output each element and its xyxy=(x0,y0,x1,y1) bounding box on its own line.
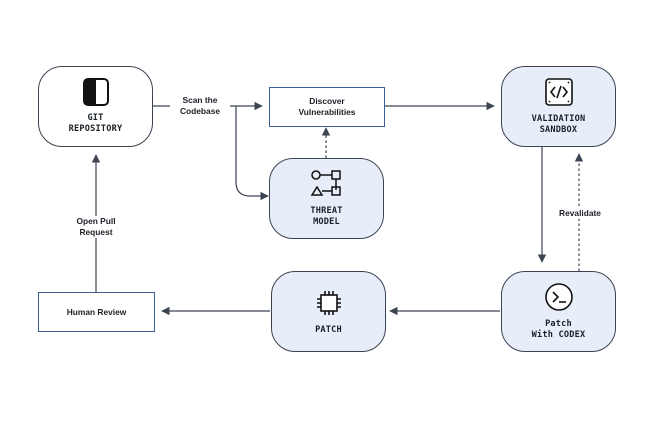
patch-node: PATCH xyxy=(271,271,386,352)
open-pull-request-label: Open Pull Request xyxy=(64,216,128,238)
patch-with-codex-label: Patch With CODEX xyxy=(531,319,586,340)
validation-sandbox-label: VALIDATION SANDBOX xyxy=(531,114,586,135)
threat-model-node: THREAT MODEL xyxy=(269,158,384,239)
revalidate-label: Revalidate xyxy=(553,208,607,219)
edge-repo-to-threat-model xyxy=(235,106,269,201)
discover-vulnerabilities-box: Discover Vulnerabilities xyxy=(269,87,385,127)
chip-icon xyxy=(316,290,341,315)
threat-model-shapes-icon xyxy=(310,170,341,196)
patch-with-codex-node: Patch With CODEX xyxy=(501,271,616,352)
human-review-label: Human Review xyxy=(66,306,127,317)
discover-vulnerabilities-label: Discover Vulnerabilities xyxy=(298,96,356,117)
git-repository-node: GIT REPOSITORY xyxy=(38,66,153,147)
validation-sandbox-node: VALIDATION SANDBOX xyxy=(501,66,616,147)
patch-label: PATCH xyxy=(315,324,342,335)
human-review-box: Human Review xyxy=(38,292,155,332)
threat-model-label: THREAT MODEL xyxy=(310,206,343,227)
terminal-prompt-icon xyxy=(544,283,573,311)
git-repository-label: GIT REPOSITORY xyxy=(68,113,123,134)
code-brackets-icon xyxy=(544,78,573,106)
scan-the-codebase-label: Scan the Codebase xyxy=(170,95,230,117)
git-repository-icon xyxy=(82,78,109,106)
